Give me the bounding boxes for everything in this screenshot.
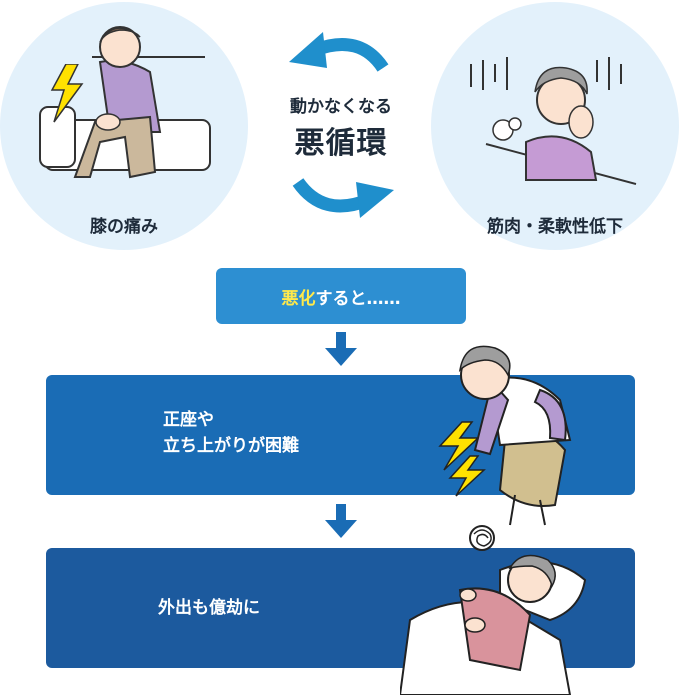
worsen-label-box: 悪化すると……	[216, 268, 466, 324]
worsen-rest: すると……	[315, 288, 401, 309]
knee-pain-circle: 膝の痛み	[0, 2, 248, 250]
worsen-highlight: 悪化	[281, 288, 316, 309]
tired-woman-illustration	[470, 57, 637, 185]
step-1-line-2: 立ち上がりが困難	[163, 436, 299, 456]
step-2-text: 外出も億劫に	[158, 598, 260, 618]
step-1-text: 正座や 立ち上がりが困難	[163, 407, 299, 459]
lying-woman-illustration	[400, 525, 587, 695]
cycle-title: 悪循環	[294, 126, 388, 161]
struggling-woman-illustration	[438, 345, 572, 526]
knee-pain-label: 膝の痛み	[90, 217, 158, 237]
muscle-decline-circle: 筋肉・柔軟性低下	[431, 2, 679, 250]
muscle-decline-label: 筋肉・柔軟性低下	[487, 217, 623, 237]
down-arrow-icon	[325, 332, 357, 366]
cycle-arrow-top-icon	[289, 32, 389, 72]
down-arrow-icon	[325, 504, 357, 538]
knee-pain-illustration	[39, 26, 211, 179]
cycle-subtitle: 動かなくなる	[290, 97, 392, 117]
step-1-line-1: 正座や	[163, 410, 214, 430]
cycle-arrow-bottom-icon	[292, 178, 394, 218]
lightning-icon	[50, 64, 84, 123]
